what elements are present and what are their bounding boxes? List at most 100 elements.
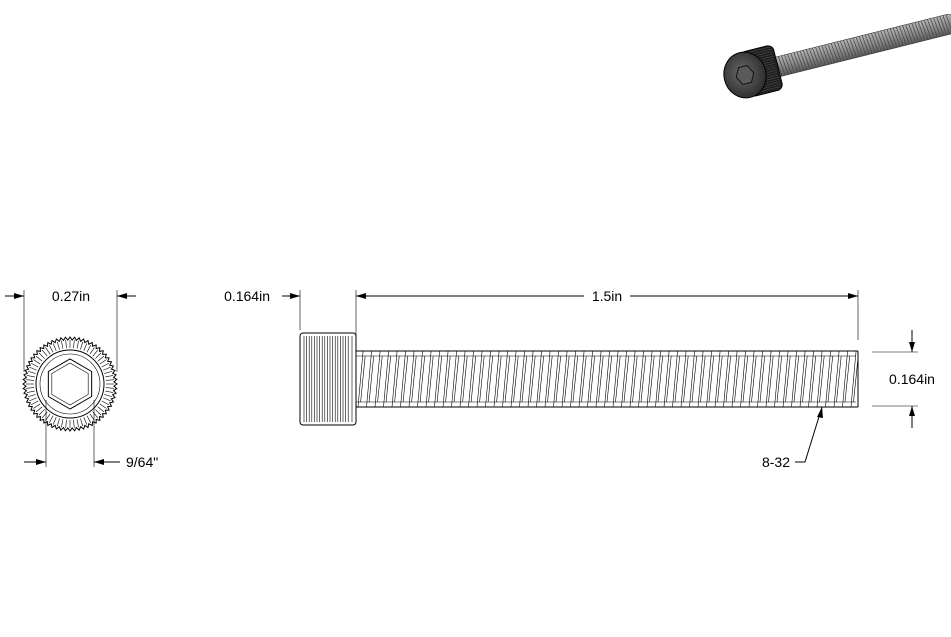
thread-crest [655,350,661,408]
side-view: 0.164in 1.5in 0.164in 8-32 [224,288,935,470]
knurl-tooth [26,379,35,381]
knurl-tooth [101,362,109,368]
thread-crest [408,350,415,408]
thread-crest [638,350,644,408]
iso-thread [945,14,951,34]
thread-crest [680,350,687,408]
knurl-tooth [105,390,114,393]
knurled-head-outline [22,336,118,432]
thread-crest [663,350,670,408]
thread-root [802,355,808,403]
iso-thread [874,32,882,52]
thread-root [666,355,672,403]
thread-root [649,355,655,403]
thread-crest [629,350,636,408]
iso-thread [911,22,920,43]
iso-thread [892,27,901,47]
thread-crest [561,350,568,408]
thread-root [513,355,519,403]
thread-crest [621,350,627,408]
thread-root [402,355,408,403]
iso-thread [855,36,864,57]
thread-crest [672,350,678,408]
iso-thread [809,48,817,68]
thread-root [785,355,791,403]
knurl-tooth [95,352,102,359]
thread-root [564,355,570,403]
thread-root [810,355,816,403]
knurl-tooth [65,340,67,349]
thread-crest [697,350,704,408]
hex-socket-inner [51,362,89,406]
thread-crest [578,350,585,408]
thread-root [606,355,612,403]
knurl-tooth [38,352,45,359]
thread-root [521,355,527,403]
knurl-tooth [41,411,48,419]
thread-crest [459,350,466,408]
thread-root [751,355,757,403]
iso-thread [799,50,808,70]
iso-thread [923,19,932,40]
arrowhead [36,459,46,465]
thread-root [547,355,553,403]
thread-diameter-label: 0.164in [889,371,935,387]
thread-root [793,355,799,403]
iso-thread [914,22,923,42]
threaded-shank [356,350,859,408]
thread-root [394,355,400,403]
hex-size-dimension: 9/64" [24,400,158,470]
iso-thread [917,21,926,41]
hex-socket [47,358,93,410]
knurl-tooth [45,347,51,355]
thread-root [368,355,374,403]
thread-crest [706,350,712,408]
leader-line [795,406,823,463]
thread-root [504,355,510,403]
knurl-tooth [31,400,39,406]
thread-crest [519,350,525,408]
thread-crest [604,350,610,408]
thread-crest [425,350,432,408]
thread-crest [383,350,389,408]
knurl-tooth [86,415,92,423]
thread-root [674,355,680,403]
iso-thread [827,43,836,64]
thread-crest [374,350,381,408]
knurl-tooth [35,406,43,413]
thread-spec-label: 8-32 [762,454,790,470]
thread-crest [553,350,559,408]
knurl-tooth [80,341,84,350]
thread-root [581,355,587,403]
thread-root [691,355,697,403]
thread-root [572,355,578,403]
knurl-tooth [35,355,43,362]
hex-size-label: 9/64" [126,454,158,470]
thread-root [819,355,825,403]
leader-arrowhead [817,407,823,418]
thread-root [530,355,536,403]
iso-thread [930,18,938,38]
knurl-tooth [61,340,64,349]
thread-root [470,355,476,403]
knurl-tooth [105,379,114,381]
iso-thread [908,23,916,43]
thread-crest [536,350,542,408]
thread-root [725,355,731,403]
thread-root [555,355,561,403]
knurl-tooth [104,394,113,398]
knurl-tooth [33,403,41,409]
iso-thread [824,44,833,64]
thread-crest [731,350,738,408]
knurl-tooth [52,343,57,351]
thread-root [836,355,842,403]
thread-root [428,355,434,403]
end-view: 0.27in 9/64" [5,288,158,470]
iso-thread [886,29,895,49]
iso-thread [858,36,867,56]
thread-root [377,355,383,403]
arrowhead [356,293,366,299]
knurl-tooth [38,409,45,416]
thread-root [419,355,425,403]
head-diameter-dimension: 0.27in [5,288,136,372]
